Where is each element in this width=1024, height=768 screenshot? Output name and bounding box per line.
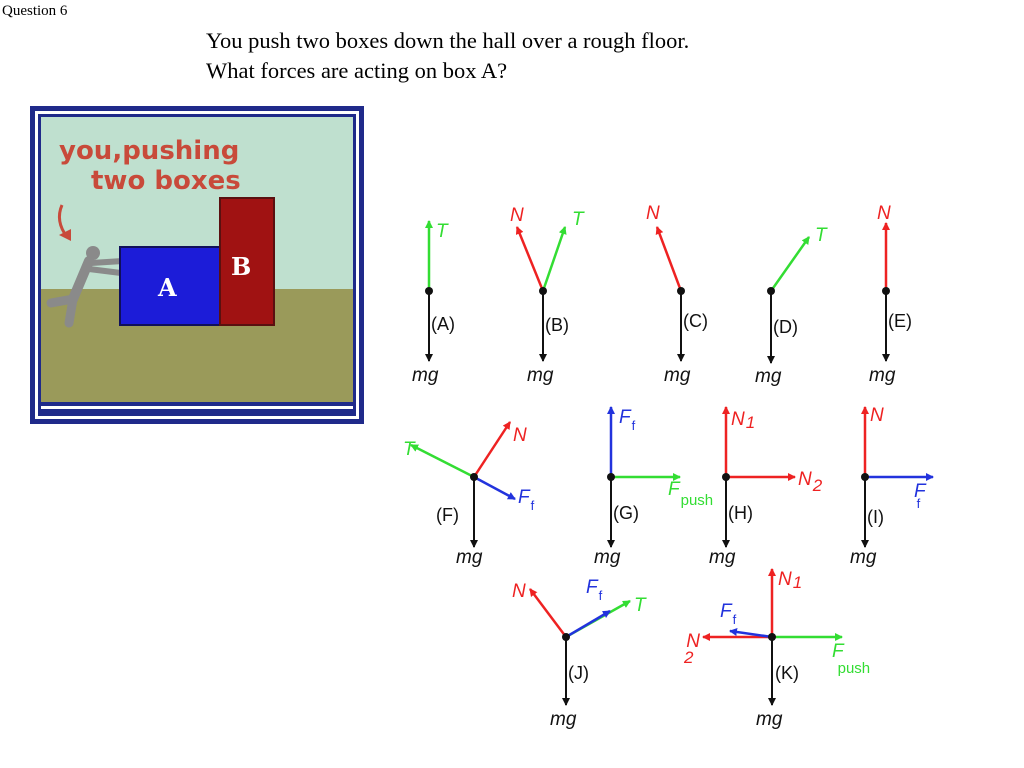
person-figure — [46, 246, 126, 328]
caption-line-1: you,pushing — [59, 136, 239, 166]
force-label-f-main: F — [720, 601, 733, 622]
force-label-mg: mg — [869, 365, 896, 386]
force-label-n: N — [877, 203, 891, 224]
force-label-mg: mg — [755, 366, 782, 387]
force-label-mg: mg — [527, 365, 554, 386]
box-b-label: B — [231, 252, 251, 281]
force-label-n: N — [646, 203, 660, 224]
force-label-t: T — [634, 595, 647, 616]
option-label: (D) — [773, 317, 798, 337]
option-j[interactable]: N Ff T (J) mg — [512, 577, 647, 730]
force-label-n1-main: N — [778, 569, 792, 590]
force-label-f: Ff — [619, 407, 636, 433]
force-label-n: N — [513, 425, 527, 446]
box-b — [219, 197, 275, 326]
force-label-n1-sub: 1 — [793, 573, 802, 592]
question-line-2: What forces are acting on box A? — [206, 58, 508, 83]
force-label-push-sub: push — [681, 492, 714, 509]
force-label-n1: N1 — [731, 409, 755, 432]
caption-line-2: two boxes — [91, 166, 241, 196]
force-label-f-main: F — [586, 577, 599, 598]
option-g[interactable]: Ff Fpush (G) mg — [594, 406, 713, 568]
force-label-f-sub: f — [632, 418, 636, 433]
force-label-mg: mg — [412, 365, 439, 386]
force-label-f: Ff — [518, 487, 535, 513]
option-a[interactable]: T (A) mg — [412, 220, 455, 386]
force-label-f: Ff — [720, 601, 737, 627]
force-label-n: N — [510, 205, 524, 226]
option-label: (H) — [728, 503, 753, 523]
force-label-t: T — [403, 439, 416, 460]
force-label-t: T — [815, 225, 828, 246]
force-label-mg: mg — [850, 547, 877, 568]
force-label-f-main: F — [518, 487, 531, 508]
option-c[interactable]: N (C) mg — [646, 203, 708, 386]
option-label: (F) — [436, 505, 459, 525]
option-d[interactable]: T (D) mg — [755, 225, 828, 387]
force-label-mg: mg — [456, 547, 483, 568]
force-label-t: T — [436, 221, 449, 242]
force-label-f-sub: f — [599, 588, 603, 603]
caption-arrow — [57, 204, 71, 241]
option-label: (I) — [867, 507, 884, 527]
force-label-n1: N1 — [778, 569, 802, 592]
force-label-mg: mg — [664, 365, 691, 386]
force-label-n: N — [870, 405, 884, 426]
force-label-f: Ff — [586, 577, 603, 603]
force-label-n: N — [512, 581, 526, 602]
force-label-n1-main: N — [731, 409, 745, 430]
force-label-mg: mg — [709, 547, 736, 568]
force-label-t: T — [572, 209, 585, 230]
scene-illustration: you,pushing two boxes A B — [27, 103, 367, 427]
force-label-mg: mg — [594, 547, 621, 568]
option-h[interactable]: N1 N2 (H) mg — [709, 406, 823, 568]
force-label-f-main: F — [914, 481, 927, 502]
force-label-fpush-main: F — [832, 641, 845, 662]
force-label-fpush: Fpush — [668, 479, 713, 509]
question-text: You push two boxes down the hall over a … — [206, 26, 689, 86]
box-a-label: A — [157, 273, 177, 302]
force-label-f-sub: f — [733, 612, 737, 627]
force-label-push-sub: push — [838, 660, 871, 677]
option-label: (B) — [545, 315, 569, 335]
option-e[interactable]: N (E) mg — [869, 203, 912, 386]
option-b[interactable]: N T (B) mg — [510, 205, 585, 386]
option-f[interactable]: T N Ff (F) mg — [403, 421, 535, 568]
free-body-diagrams: T (A) mg N T (B) mg N (C) mg T (D) mg N — [400, 197, 935, 735]
force-label-n1-sub: 1 — [746, 413, 755, 432]
force-label-f-sub: f — [917, 496, 921, 511]
question-number: Question 6 — [2, 3, 68, 19]
force-label-f-sub: f — [531, 498, 535, 513]
option-label: (E) — [888, 311, 912, 331]
option-label: (G) — [613, 503, 639, 523]
force-label-n2-main: N — [798, 469, 812, 490]
option-label: (K) — [775, 663, 799, 683]
option-label: (J) — [568, 663, 589, 683]
force-label-n2-sub: 2 — [683, 648, 694, 667]
force-label-n2: N2 — [798, 469, 823, 495]
force-label-mg: mg — [756, 709, 783, 730]
option-label: (A) — [431, 314, 455, 334]
force-label-n2-main: N — [686, 631, 700, 652]
force-label-mg: mg — [550, 709, 577, 730]
option-label: (C) — [683, 311, 708, 331]
force-label-fpush-main: F — [668, 479, 681, 500]
force-label-f-main: F — [619, 407, 632, 428]
force-label-n2-sub: 2 — [812, 476, 823, 495]
question-line-1: You push two boxes down the hall over a … — [206, 28, 690, 53]
